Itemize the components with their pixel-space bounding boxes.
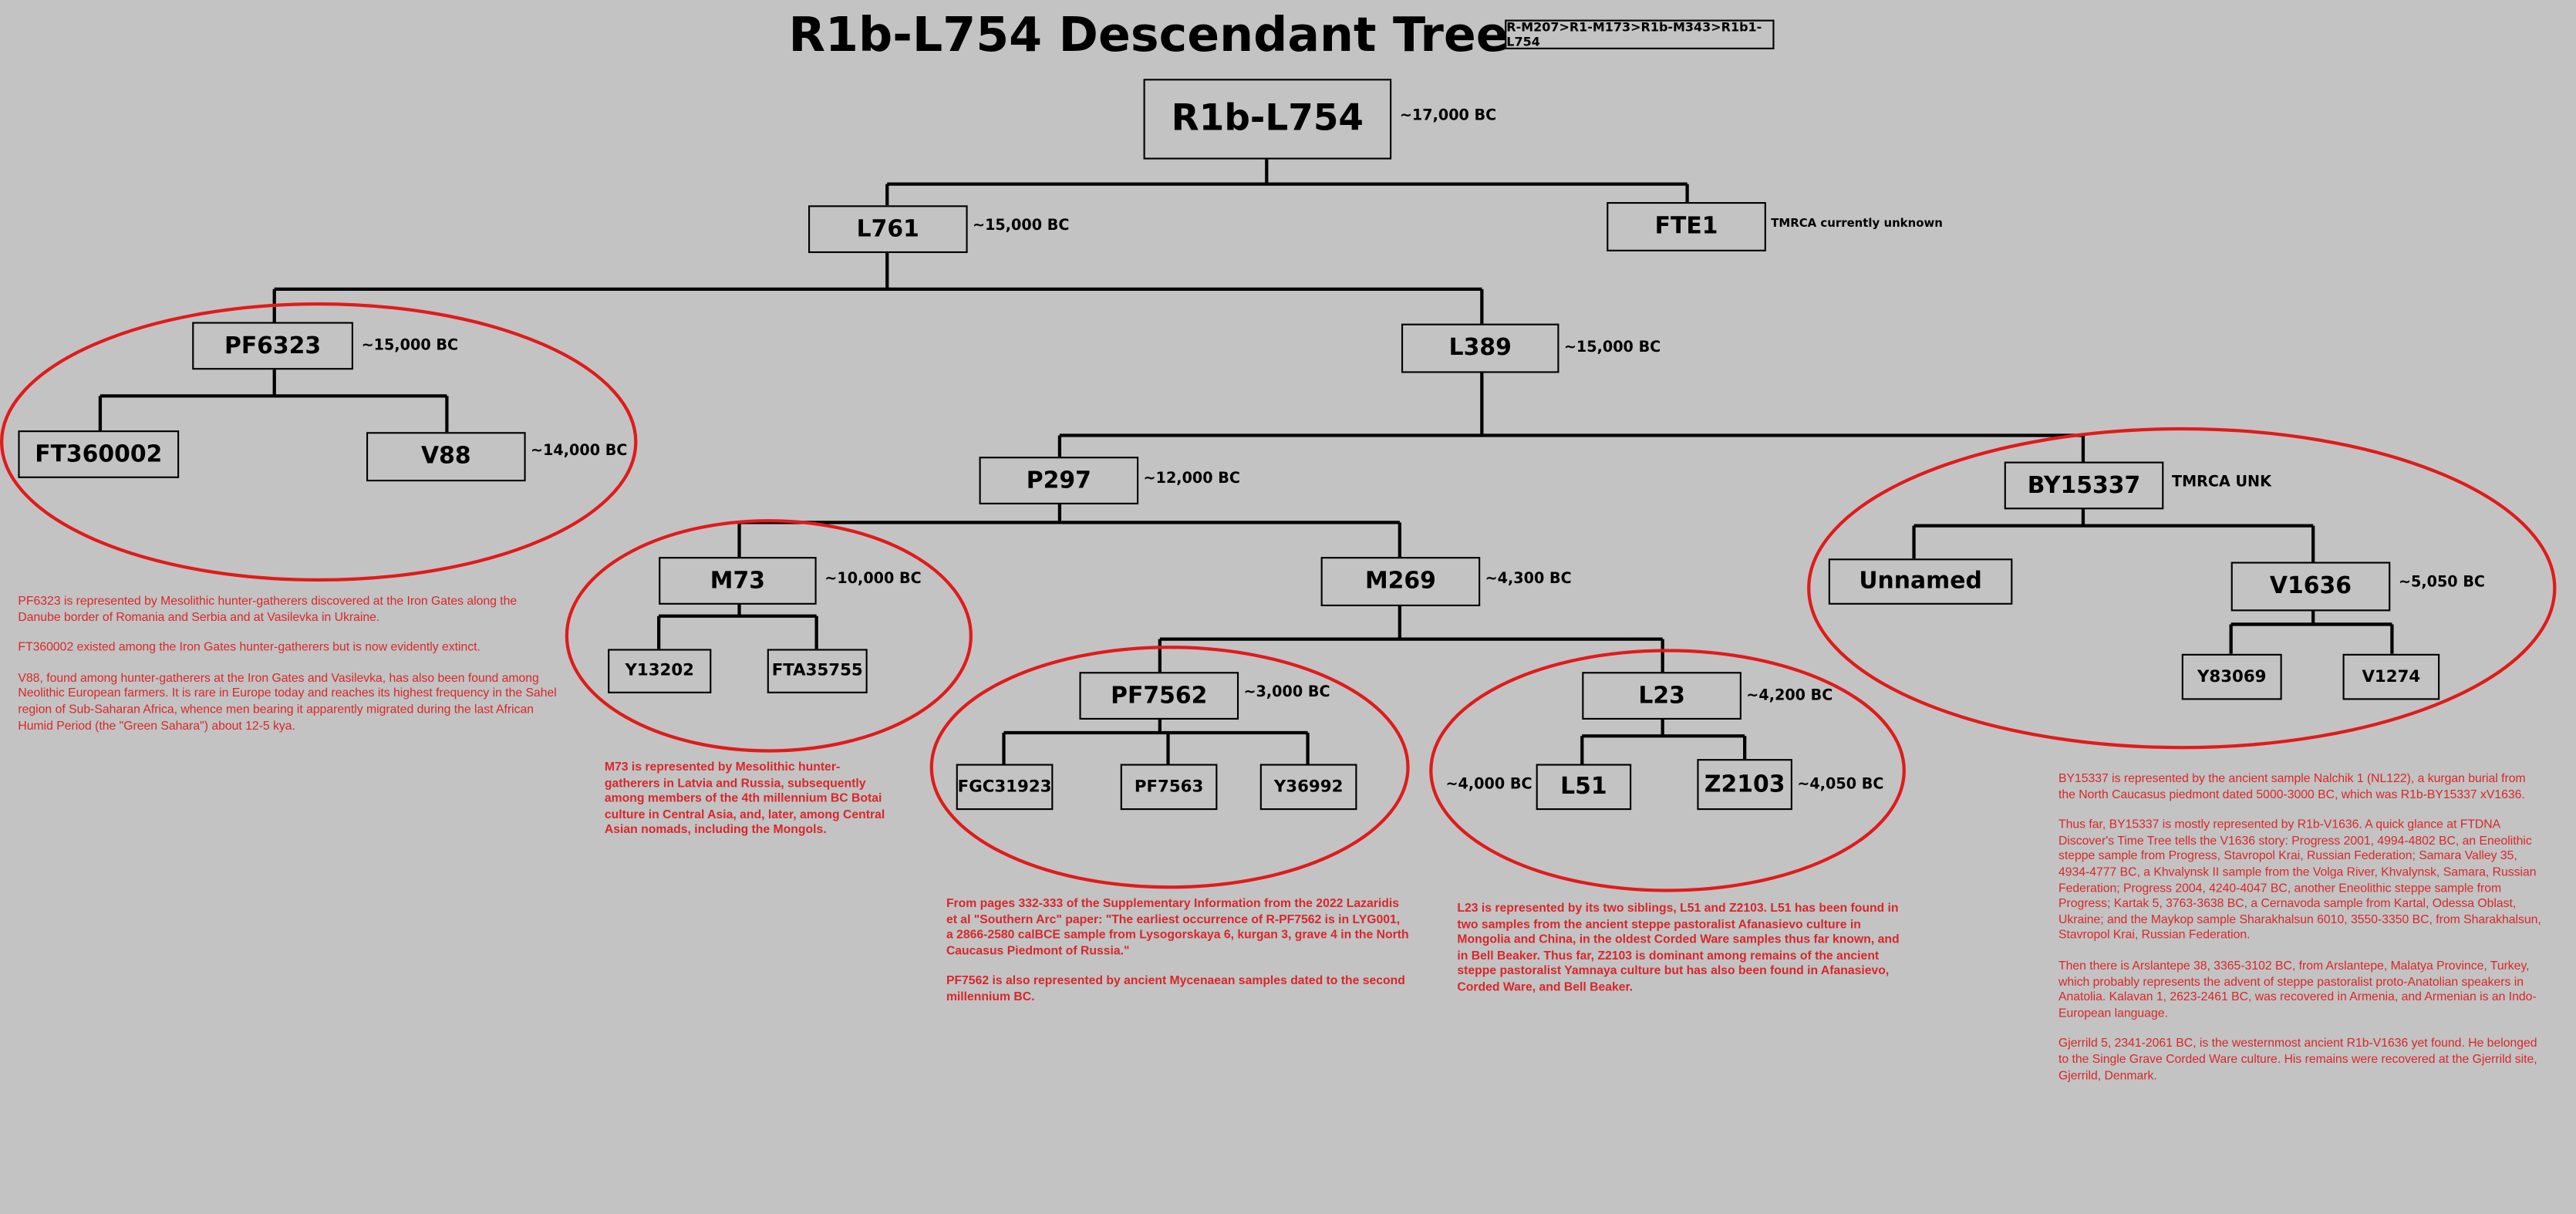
note-by15337: BY15337 is represented by the ancient sa…	[2058, 771, 2543, 1098]
note-paragraph: Thus far, BY15337 is mostly represented …	[2058, 817, 2541, 943]
node-l51: L51	[1536, 764, 1632, 811]
node-pf7562: PF7562	[1079, 672, 1239, 720]
date-z2103: ~4,050 BC	[1797, 777, 1884, 794]
date-v1636: ~5,050 BC	[2398, 575, 2486, 592]
date-l51: ~4,000 BC	[1445, 777, 1532, 794]
node-l761: L761	[808, 205, 968, 254]
note-paragraph: V88, found among hunter-gatherers at the…	[18, 669, 557, 733]
note-paragraph: BY15337 is represented by the ancient sa…	[2058, 771, 2526, 801]
pf6323-ellipse	[0, 302, 638, 582]
note-pf7562: From pages 332-333 of the Supplementary …	[946, 895, 1410, 1020]
node-fgc31923: FGC31923	[956, 764, 1054, 811]
date-l389: ~15,000 BC	[1563, 339, 1661, 357]
node-v88: V88	[366, 432, 526, 482]
node-m73: M73	[659, 557, 817, 605]
node-z2103: Z2103	[1697, 759, 1792, 811]
node-r1b-l754: R1b-L754	[1143, 79, 1392, 160]
node-y13202: Y13202	[608, 649, 712, 693]
node-pf7563: PF7563	[1120, 764, 1218, 811]
node-pf6323: PF6323	[192, 322, 353, 370]
note-paragraph: From pages 332-333 of the Supplementary …	[946, 895, 1409, 958]
node-y83069: Y83069	[2181, 653, 2282, 700]
l23-ellipse	[1429, 649, 1906, 892]
note-paragraph: PF7562 is also represented by ancient My…	[946, 973, 1405, 1004]
node-fte1: FTE1	[1607, 202, 1766, 251]
node-v1636: V1636	[2230, 561, 2391, 612]
date-l23: ~4,200 BC	[1746, 688, 1833, 705]
page-title: R1b-L754 Descendant Tree	[788, 6, 1509, 62]
note-paragraph: M73 is represented by Mesolithic hunter-…	[604, 759, 885, 838]
by15337-ellipse	[1807, 427, 2557, 750]
date-v88: ~14,000 BC	[531, 443, 628, 460]
note-m73: M73 is represented by Mesolithic hunter-…	[605, 759, 892, 852]
date-r1b-l754: ~17,000 BC	[1399, 108, 1497, 125]
node-by15337: BY15337	[2004, 461, 2164, 510]
node-l23: L23	[1582, 672, 1741, 720]
node-unnamed: Unnamed	[1828, 558, 2013, 605]
node-fta35755: FTA35755	[767, 649, 868, 693]
date-m73: ~10,000 BC	[824, 572, 922, 588]
lineage-path: R-M207>R1-M173>R1b-M343>R1b1-L754	[1505, 19, 1775, 49]
date-l761: ~15,000 BC	[973, 218, 1070, 235]
date-p297: ~12,000 BC	[1143, 471, 1240, 488]
note-l23: L23 is represented by its two siblings, …	[1457, 900, 1909, 1010]
node-m269: M269	[1320, 557, 1481, 607]
tree-connectors	[98, 157, 2394, 764]
date-pf7562: ~3,000 BC	[1243, 685, 1330, 702]
note-paragraph: L23 is represented by its two siblings, …	[1457, 900, 1900, 994]
date-pf6323: ~15,000 BC	[361, 338, 459, 356]
pf7562-ellipse	[929, 646, 1410, 889]
note-paragraph: Gjerrild 5, 2341-2061 BC, is the western…	[2058, 1035, 2537, 1082]
note-pf6323: PF6323 is represented by Mesolithic hunt…	[18, 593, 560, 748]
date-m269: ~4,300 BC	[1485, 572, 1572, 588]
note-paragraph: PF6323 is represented by Mesolithic hunt…	[18, 592, 518, 624]
node-ft360002: FT360002	[18, 430, 180, 478]
date-fte1: TMRCA currently unknown	[1771, 217, 1943, 231]
date-by15337: TMRCA UNK	[2171, 474, 2271, 491]
node-y36992: Y36992	[1259, 764, 1357, 811]
node-v1274: V1274	[2342, 653, 2440, 700]
node-l389: L389	[1401, 323, 1559, 373]
note-paragraph: FT360002 existed among the Iron Gates hu…	[18, 639, 480, 655]
m73-ellipse	[565, 519, 973, 753]
node-p297: P297	[979, 457, 1139, 504]
note-paragraph: Then there is Arslantepe 38, 3365-3102 B…	[2058, 957, 2537, 1020]
